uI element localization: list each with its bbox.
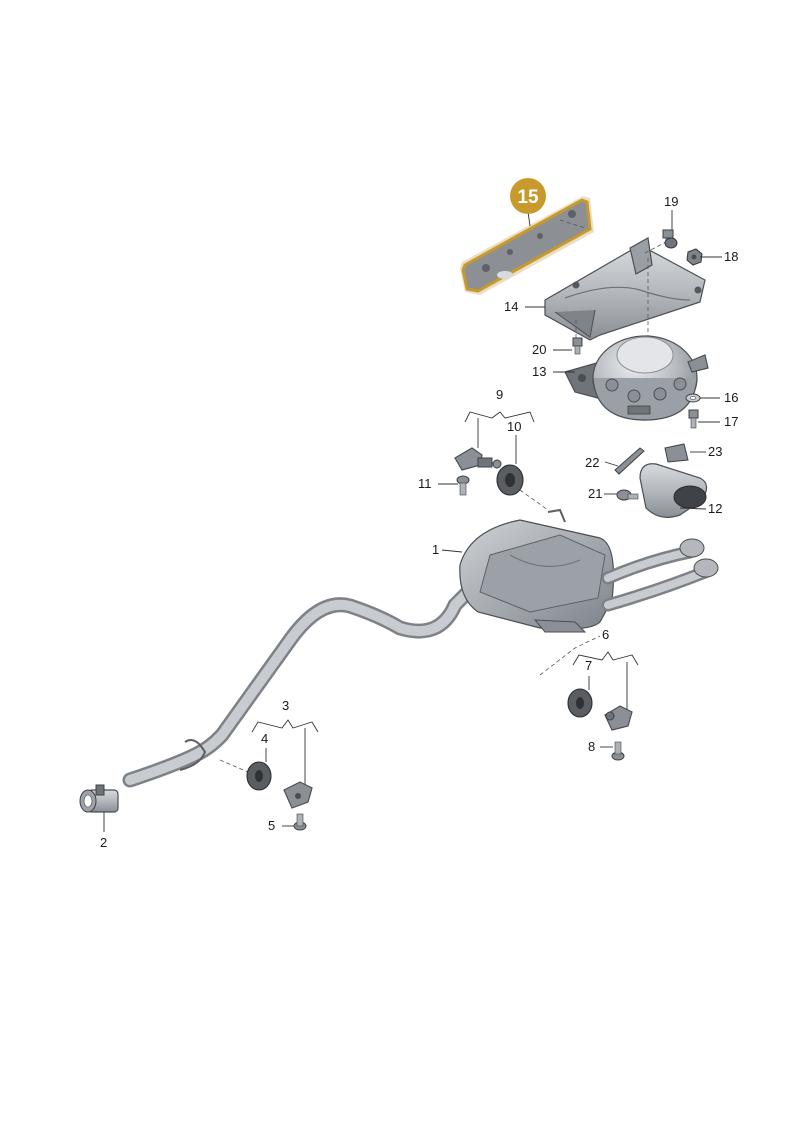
- label-14: 14: [504, 299, 518, 314]
- part-16-washer[interactable]: [685, 393, 701, 403]
- label-7: 7: [585, 658, 592, 673]
- label-20: 20: [532, 342, 546, 357]
- part-14-bracket[interactable]: [544, 237, 706, 341]
- badge-number: 15: [517, 187, 539, 208]
- label-11: 11: [418, 476, 432, 491]
- part-13-resonator[interactable]: [564, 335, 709, 421]
- part-9-hanger-bracket[interactable]: [454, 447, 502, 471]
- part-8-bolt[interactable]: [611, 741, 625, 761]
- label-2: 2: [100, 835, 107, 850]
- label-5: 5: [268, 818, 275, 833]
- part-22-clamp[interactable]: [614, 447, 645, 475]
- label-16: 16: [724, 390, 738, 405]
- part-1-rear-muffler[interactable]: [122, 508, 719, 788]
- part-19-bolt[interactable]: [662, 229, 678, 249]
- label-6: 6: [602, 627, 609, 642]
- label-17: 17: [724, 414, 738, 429]
- part-2-pipe-clamp[interactable]: [79, 784, 119, 813]
- highlight-badge-15[interactable]: 15: [510, 178, 546, 214]
- part-21-bolt[interactable]: [616, 489, 639, 501]
- part-15-heat-shield[interactable]: [460, 196, 594, 295]
- label-21: 21: [588, 486, 602, 501]
- label-18: 18: [724, 249, 738, 264]
- label-22: 22: [585, 455, 599, 470]
- part-3-hanger-bracket[interactable]: [283, 781, 313, 809]
- label-10: 10: [507, 419, 521, 434]
- part-4-rubber-mount[interactable]: [246, 761, 272, 791]
- label-13: 13: [532, 364, 546, 379]
- label-23: 23: [708, 444, 722, 459]
- part-20-bolt[interactable]: [572, 337, 583, 355]
- part-18-nut[interactable]: [686, 248, 703, 266]
- label-3: 3: [282, 698, 289, 713]
- label-8: 8: [588, 739, 595, 754]
- part-12-tailpipe-trim[interactable]: [639, 463, 708, 518]
- label-1: 1: [432, 542, 439, 557]
- label-12: 12: [708, 501, 722, 516]
- part-6-hanger-bracket[interactable]: [604, 705, 633, 731]
- part-11-bolt[interactable]: [456, 475, 470, 496]
- label-4: 4: [261, 731, 268, 746]
- part-7-rubber-mount[interactable]: [567, 688, 593, 718]
- part-23-clip[interactable]: [664, 443, 689, 463]
- part-10-rubber-mount[interactable]: [496, 464, 524, 496]
- label-19: 19: [664, 194, 678, 209]
- label-9: 9: [496, 387, 503, 402]
- part-17-bolt[interactable]: [688, 409, 699, 429]
- part-5-bolt[interactable]: [293, 813, 307, 831]
